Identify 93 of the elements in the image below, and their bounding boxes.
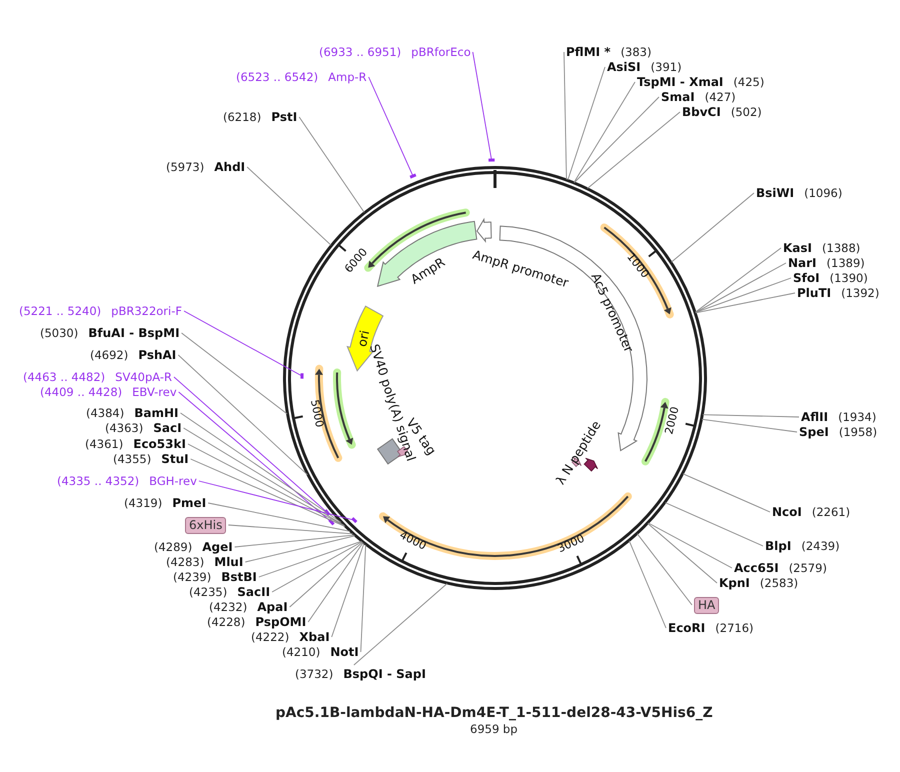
leader-line: [246, 166, 332, 246]
tick-label: 2000: [662, 405, 682, 436]
leader-line: [587, 112, 680, 189]
leader-line: [368, 76, 416, 179]
restriction-site-label: SfoI (1390): [793, 271, 868, 285]
leader-line: [695, 248, 782, 313]
leader-line: [574, 96, 660, 183]
restriction-site-label: (4222) XbaI: [251, 630, 330, 644]
leader-line: [695, 278, 792, 313]
leader-line: [648, 522, 732, 568]
feature-tag: 6xHis: [185, 516, 226, 534]
restriction-site-label: (4363) SacI: [105, 421, 182, 435]
leader-line: [184, 310, 304, 379]
leader-line: [174, 376, 330, 516]
restriction-site-label: (3732) BspQI - SapI: [295, 667, 426, 681]
leader-line: [670, 192, 754, 263]
leader-line: [636, 533, 692, 606]
restriction-site-label: (5973) AhdI: [166, 160, 246, 174]
leader-line: [289, 542, 363, 608]
restriction-site-label: SmaI (427): [661, 90, 736, 104]
restriction-site-label: (4692) PshAI: [90, 348, 176, 362]
map-size: 6959 bp: [470, 722, 518, 736]
leader-line: [564, 52, 567, 180]
restriction-site-label: PluTI (1392): [797, 286, 880, 300]
leader-line: [695, 292, 796, 314]
restriction-site-label: (5030) BfuAI - BspMI: [40, 326, 180, 340]
leader-line: [190, 458, 346, 527]
leader-line: [228, 524, 354, 534]
tick-label: 4000: [397, 528, 428, 552]
leader-line: [360, 544, 366, 652]
restriction-site-label: (4232) ApaI: [209, 600, 288, 614]
leader-line: [178, 392, 335, 526]
leader-line: [647, 523, 718, 584]
primer-label: (4335 .. 4352) BGH-rev: [57, 474, 197, 488]
restriction-site-label: (4228) PspOMI: [207, 615, 306, 629]
leader-line: [702, 414, 800, 418]
primer-label: (4409 .. 4428) EBV-rev: [40, 385, 177, 399]
leader-line: [308, 542, 364, 622]
restriction-site-label: (4319) PmeI: [124, 496, 206, 510]
leader-line: [353, 583, 448, 666]
leader-line: [298, 116, 365, 213]
restriction-site-label: AsiSI (391): [607, 60, 682, 74]
tick-label: 3000: [556, 531, 587, 555]
primer-label: (6523 .. 6542) Amp-R: [236, 70, 367, 84]
leader-line: [258, 540, 362, 578]
restriction-site-label: BbvCI (502): [682, 105, 762, 119]
restriction-site-label: AflII (1934): [801, 410, 876, 424]
leader-line: [208, 502, 350, 532]
leader-line: [628, 540, 666, 628]
leader-line: [701, 418, 798, 432]
restriction-site-label: TspMI - XmaI (425): [637, 75, 764, 89]
leader-line: [234, 534, 355, 548]
restriction-site-label: BlpI (2439): [765, 539, 840, 553]
primer-label: (4463 .. 4482) SV40pA-R: [23, 370, 172, 384]
primer-label: (5221 .. 5240) pBR322ori-F: [19, 304, 182, 318]
restriction-site-label: (4210) NotI: [282, 645, 359, 659]
tick-label: 5000: [307, 398, 326, 429]
restriction-site-label: SpeI (1958): [799, 425, 878, 439]
restriction-site-label: NarI (1389): [788, 256, 865, 270]
restriction-site-label: KasI (1388): [783, 241, 860, 255]
leader-line: [682, 473, 770, 512]
restriction-site-label: Acc65I (2579): [734, 561, 827, 575]
restriction-site-label: (4239) BstBI: [173, 570, 257, 584]
restriction-site-label: (4289) AgeI: [154, 540, 233, 554]
restriction-site-label: BsiWI (1096): [756, 186, 842, 200]
leader-line: [183, 428, 344, 526]
feature-label: ori: [354, 328, 372, 348]
restriction-site-label: (4361) Eco53kI: [85, 437, 186, 451]
leader-line: [574, 82, 636, 183]
leader-line: [272, 541, 362, 592]
leader-line: [472, 52, 495, 162]
restriction-site-label: PflMI * (383): [566, 45, 652, 59]
restriction-site-label: KpnI (2583): [719, 576, 798, 590]
restriction-site-label: (4384) BamHI: [86, 406, 179, 420]
leader-line: [178, 354, 308, 476]
restriction-site-label: EcoRI (2716): [668, 621, 754, 635]
leader-line: [198, 480, 358, 524]
leader-line: [180, 412, 342, 523]
leader-line: [695, 262, 786, 313]
restriction-site-label: (4283) MluI: [166, 555, 244, 569]
restriction-site-label: (6218) PstI: [223, 110, 298, 124]
restriction-site-label: (4355) StuI: [113, 452, 189, 466]
feature-tag: HA: [694, 596, 720, 614]
leader-line: [181, 332, 288, 414]
leader-line: [331, 542, 364, 638]
primer-label: (6933 .. 6951) pBRforEco: [319, 45, 471, 59]
restriction-site-label: (4235) SacII: [189, 585, 270, 599]
leader-line: [188, 444, 345, 526]
leader-line: [567, 66, 606, 180]
leader-line: [664, 502, 764, 546]
map-title: pAc5.1B-lambdaN-HA-Dm4E-T_1-511-del28-43-V5His6_Z: [276, 706, 713, 720]
restriction-site-label: NcoI (2261): [772, 505, 850, 519]
leader-line: [244, 535, 356, 562]
